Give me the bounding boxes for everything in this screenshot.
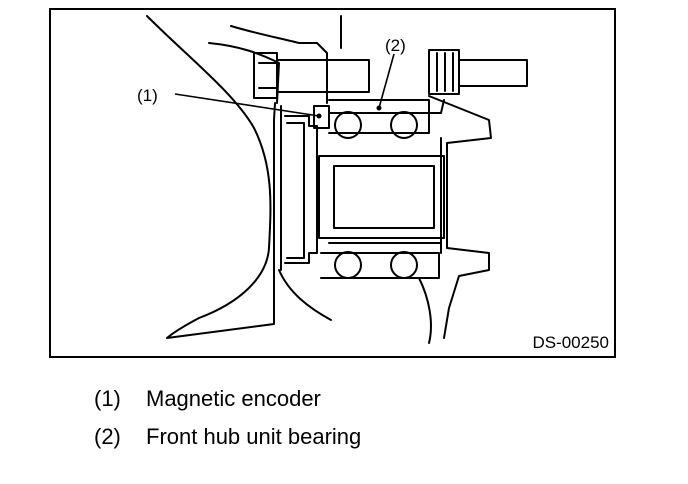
knuckle-inner-outline xyxy=(208,42,280,104)
callout-2-leader xyxy=(378,53,395,109)
legend-text: Front hub unit bearing xyxy=(146,424,362,449)
legend-number: (2) xyxy=(94,424,121,449)
diagram-frame xyxy=(49,8,616,358)
hub-flange xyxy=(428,95,492,339)
bearing-ball-upper-left xyxy=(334,111,362,139)
hub-bearing-diagram: (1) (2) DS-00250 xyxy=(49,8,616,358)
hub-bore xyxy=(318,155,445,239)
figure-code: DS-00250 xyxy=(532,333,609,352)
legend-number: (1) xyxy=(94,386,121,411)
seal-housing xyxy=(280,105,318,271)
knuckle-outline xyxy=(146,15,276,339)
hub-bolt-head xyxy=(253,52,278,99)
diagram-canvas: (1) (2) DS-00250 xyxy=(49,8,616,358)
bearing-outer-race-lower xyxy=(320,252,440,279)
callout-2-label: (2) xyxy=(385,36,406,55)
callout-1-label: (1) xyxy=(137,86,158,105)
wheel-stud xyxy=(428,49,528,95)
legend-text: Magnetic encoder xyxy=(146,386,321,411)
bearing-outer-race-upper xyxy=(328,99,430,134)
magnetic-encoder xyxy=(313,105,330,129)
callout-1-leader xyxy=(174,93,320,117)
bearing-ball-upper-right xyxy=(390,111,418,139)
hub-bolt-shank xyxy=(276,59,370,93)
